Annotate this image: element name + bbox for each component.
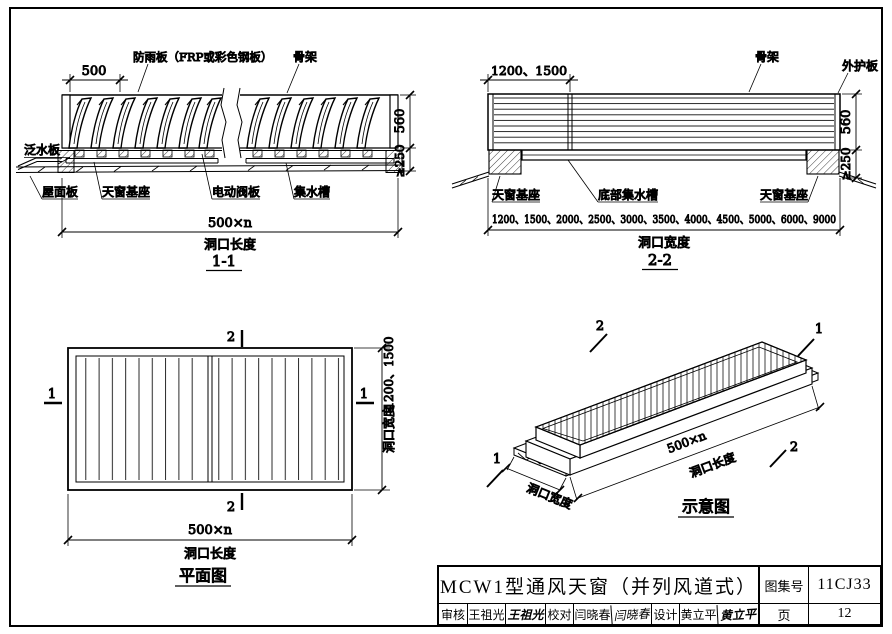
dim-560: 560 [839, 110, 854, 135]
dim-ge250: ≥250 [839, 148, 853, 181]
designer-label: 设计 [651, 604, 679, 624]
break-line [220, 87, 227, 159]
page-number: 12 [808, 603, 880, 624]
label-opening-width: 洞口宽度 [525, 480, 575, 512]
isometric-caption: 示意图 [682, 497, 730, 516]
iso-mark-1-top: 1 [815, 322, 823, 337]
plan-annotations: 1 1 2 2 1200、1500 洞口宽度 500×n 洞口长度 平面图 [44, 330, 397, 587]
section-2-2-caption: 2-2 [648, 251, 672, 269]
label-motor-valve: 电动阀板 [212, 185, 260, 199]
section-mark-2-bottom: 2 [227, 500, 235, 515]
section-mark-1-left: 1 [48, 387, 56, 402]
label-outer-panel: 外护板 [842, 59, 878, 73]
section-mark-1-right: 1 [360, 387, 368, 402]
plan-caption: 平面图 [179, 566, 227, 585]
label-base-right: 天窗基座 [760, 187, 808, 202]
label-skylight-base: 天窗基座 [102, 184, 150, 199]
dim-500xn: 500×n [188, 523, 233, 538]
label-flashing: 泛水板 [24, 143, 60, 157]
reviewer-signature: 王祖光 [505, 604, 545, 624]
section-2-2-annotations: 1200、1500 骨架 外护板 560 ≥250 天窗基座 底部集水槽 天窗基… [480, 50, 879, 271]
page-label: 页 [758, 603, 808, 624]
base-block [57, 150, 75, 173]
section-1-1-caption: 1-1 [212, 252, 236, 270]
dim-opening-width-values: 1200、1500 [382, 336, 396, 409]
atlas-number-label: 图集号 [758, 567, 808, 603]
label-bottom-gutter: 底部集水槽 [598, 187, 658, 202]
section-2-2-view [451, 93, 877, 189]
atlas-number-value: 11CJ33 [808, 567, 880, 603]
dim-module-width: 1200、1500 [491, 63, 567, 78]
reviewer-label: 审核 [440, 607, 465, 622]
title-block: MCW1型通风天窗（并列风道式） 图集号 11CJ33 审核 王祖光 王祖光 校… [437, 565, 882, 626]
reviewer-name: 王祖光 [467, 604, 505, 624]
label-frame: 骨架 [755, 50, 779, 64]
drawing-title: MCW1型通风天窗（并列风道式） [439, 576, 757, 598]
label-opening-width: 洞口宽度 [638, 235, 690, 251]
dim-560: 560 [393, 109, 408, 134]
proofreader-name: 闫晓春 [573, 604, 611, 624]
base-block [385, 150, 403, 173]
sheet-border [9, 7, 883, 627]
flashing-plate [17, 157, 62, 170]
section-mark-2-top: 2 [227, 330, 235, 345]
designer-name: 黄立平 [679, 604, 717, 624]
section-1-1-view [15, 87, 405, 173]
designer-signature: 黄立平 [716, 602, 759, 626]
dim-ge250: ≥250 [393, 145, 407, 178]
label-opening-length: 洞口长度 [184, 546, 236, 562]
label-roof-panel: 屋面板 [42, 185, 78, 199]
dim-width-series: 1200、1500、2000、2500、3000、3500、4000、4500、… [492, 213, 836, 226]
proofreader-label: 校对 [545, 604, 573, 624]
base-block [488, 149, 522, 175]
label-base-left: 天窗基座 [492, 187, 540, 202]
base-block [806, 149, 840, 175]
signature-row: 审核 王祖光 王祖光 校对 闫晓春 闫晓春 设计 黄立平 黄立平 [439, 602, 759, 626]
label-gutter: 集水槽 [294, 184, 330, 199]
iso-mark-2-top: 2 [596, 319, 604, 334]
isometric-view [512, 341, 820, 477]
iso-mark-2-bottom: 2 [790, 440, 798, 455]
plan-view [67, 347, 353, 491]
label-opening-length: 洞口长度 [204, 237, 256, 253]
break-line [236, 87, 243, 159]
section-1-1-annotations: 500 防雨板（FRP或彩色钢板） 骨架 560 ≥250 泛水板 屋面板 天窗… [24, 50, 416, 272]
label-opening-width: 洞口宽度 [381, 405, 396, 453]
iso-mark-1-bottom: 1 [493, 452, 501, 467]
label-frame: 骨架 [293, 50, 317, 64]
label-rain-board: 防雨板（FRP或彩色钢板） [133, 50, 272, 64]
dim-500xn: 500×n [208, 216, 253, 231]
proofreader-signature: 闫晓春 [610, 602, 652, 626]
dim-500: 500 [82, 64, 107, 79]
